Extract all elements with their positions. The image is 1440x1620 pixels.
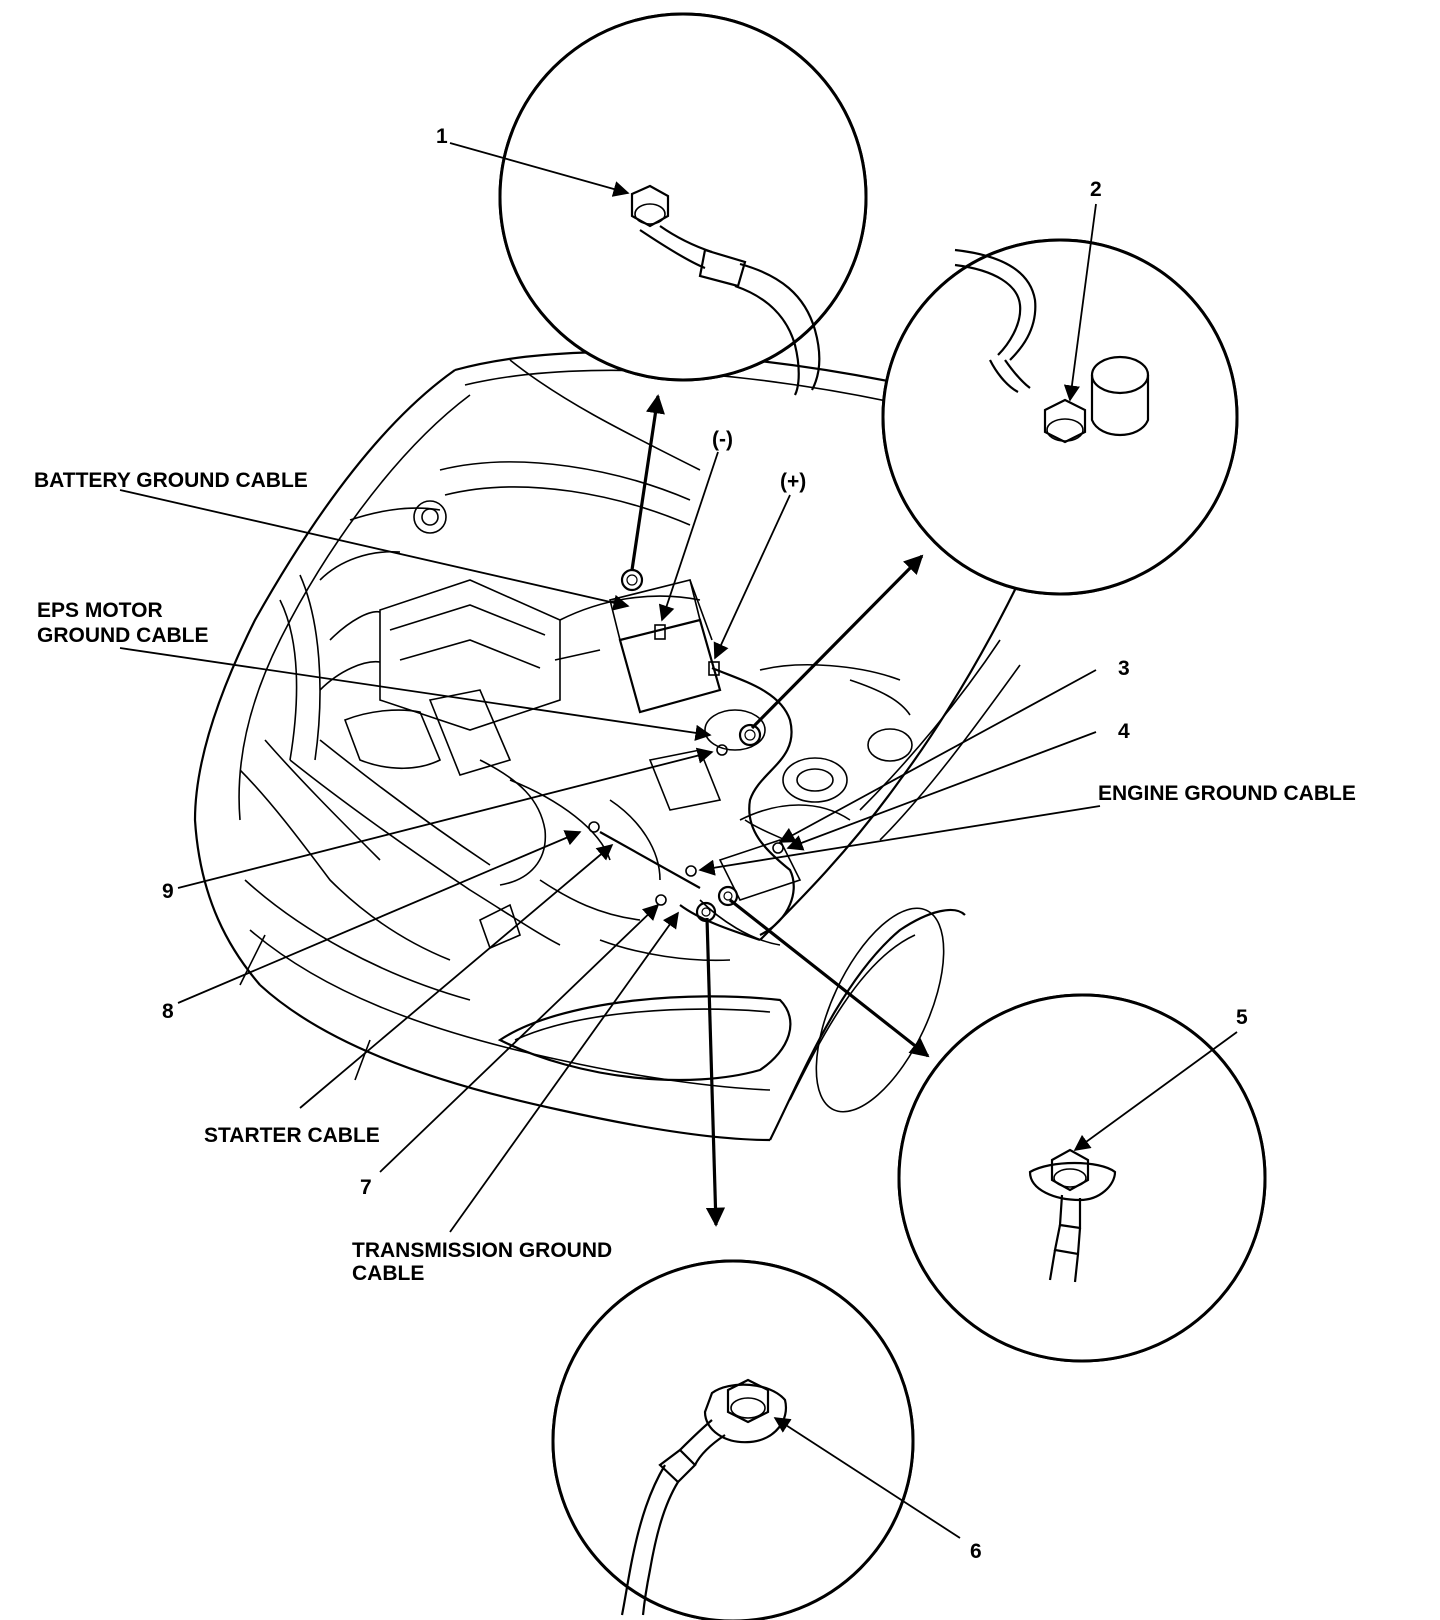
callout-3: 3 (1118, 657, 1130, 680)
label-eps-motor-line1: EPS MOTOR (37, 599, 163, 622)
callout-5: 5 (1236, 1006, 1248, 1029)
callout-6: 6 (970, 1540, 982, 1563)
text-labels: BATTERY GROUND CABLE EPS MOTOR GROUND CA… (34, 125, 1356, 1563)
label-transmission-line2: CABLE (352, 1262, 424, 1285)
callout-4: 4 (1118, 720, 1130, 743)
callout-9: 9 (162, 880, 174, 903)
label-negative-terminal: (-) (712, 428, 733, 451)
detail-circle-1 (498, 12, 868, 396)
label-battery-ground-cable: BATTERY GROUND CABLE (34, 469, 308, 492)
label-eps-motor-line2: GROUND CABLE (37, 624, 209, 647)
label-positive-terminal: (+) (780, 470, 806, 493)
detail-circle-2 (881, 238, 1239, 596)
leader-lines (119, 142, 1238, 1539)
callout-1: 1 (436, 125, 448, 148)
callout-8: 8 (162, 1000, 174, 1023)
callout-7: 7 (360, 1176, 372, 1199)
detail-arrows (630, 394, 930, 1227)
label-engine-ground-cable: ENGINE GROUND CABLE (1098, 782, 1356, 805)
callout-2: 2 (1090, 178, 1102, 201)
label-starter-cable: STARTER CABLE (204, 1124, 380, 1147)
detail-circle-5 (897, 993, 1267, 1363)
label-transmission-line1: TRANSMISSION GROUND (352, 1239, 612, 1262)
car-engine-compartment (193, 350, 1082, 1142)
detail-circle-6 (551, 1259, 915, 1620)
